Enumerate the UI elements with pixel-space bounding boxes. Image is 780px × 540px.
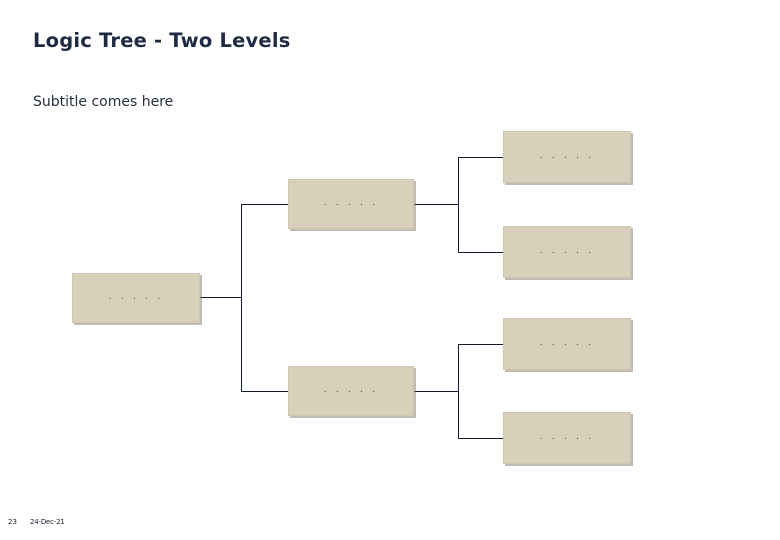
connector-lower-branch-vertical: [458, 344, 459, 438]
tree-node-label: . . . . .: [323, 197, 379, 208]
footer-date: 24-Dec-21: [30, 518, 65, 526]
tree-node-mid-2[interactable]: . . . . .: [288, 366, 414, 416]
connector-to-leaf-2: [458, 252, 504, 253]
tree-node-leaf-4[interactable]: . . . . .: [503, 412, 631, 464]
tree-node-leaf-3[interactable]: . . . . .: [503, 318, 631, 370]
footer-page-number: 23: [8, 518, 17, 526]
connector-to-leaf-4: [458, 438, 504, 439]
tree-node-label: . . . . .: [108, 291, 164, 302]
tree-node-label: . . . . .: [539, 245, 595, 256]
connector-root-stub: [200, 297, 241, 298]
connector-trunk-to-mid-2: [241, 391, 289, 392]
connector-trunk-vertical: [241, 204, 242, 392]
connector-mid-1-stub: [414, 204, 459, 205]
page-subtitle: Subtitle comes here: [33, 94, 174, 110]
connector-trunk-to-mid-1: [241, 204, 289, 205]
connector-upper-branch-vertical: [458, 157, 459, 252]
connector-to-leaf-3: [458, 344, 504, 345]
page-title: Logic Tree - Two Levels: [33, 29, 291, 52]
tree-node-label: . . . . .: [539, 337, 595, 348]
connector-mid-2-stub: [414, 391, 459, 392]
connector-to-leaf-1: [458, 157, 504, 158]
tree-node-label: . . . . .: [323, 384, 379, 395]
tree-node-label: . . . . .: [539, 150, 595, 161]
tree-node-label: . . . . .: [539, 431, 595, 442]
tree-node-mid-1[interactable]: . . . . .: [288, 179, 414, 229]
tree-node-leaf-2[interactable]: . . . . .: [503, 226, 631, 278]
tree-node-root[interactable]: . . . . .: [72, 273, 200, 323]
tree-node-leaf-1[interactable]: . . . . .: [503, 131, 631, 183]
